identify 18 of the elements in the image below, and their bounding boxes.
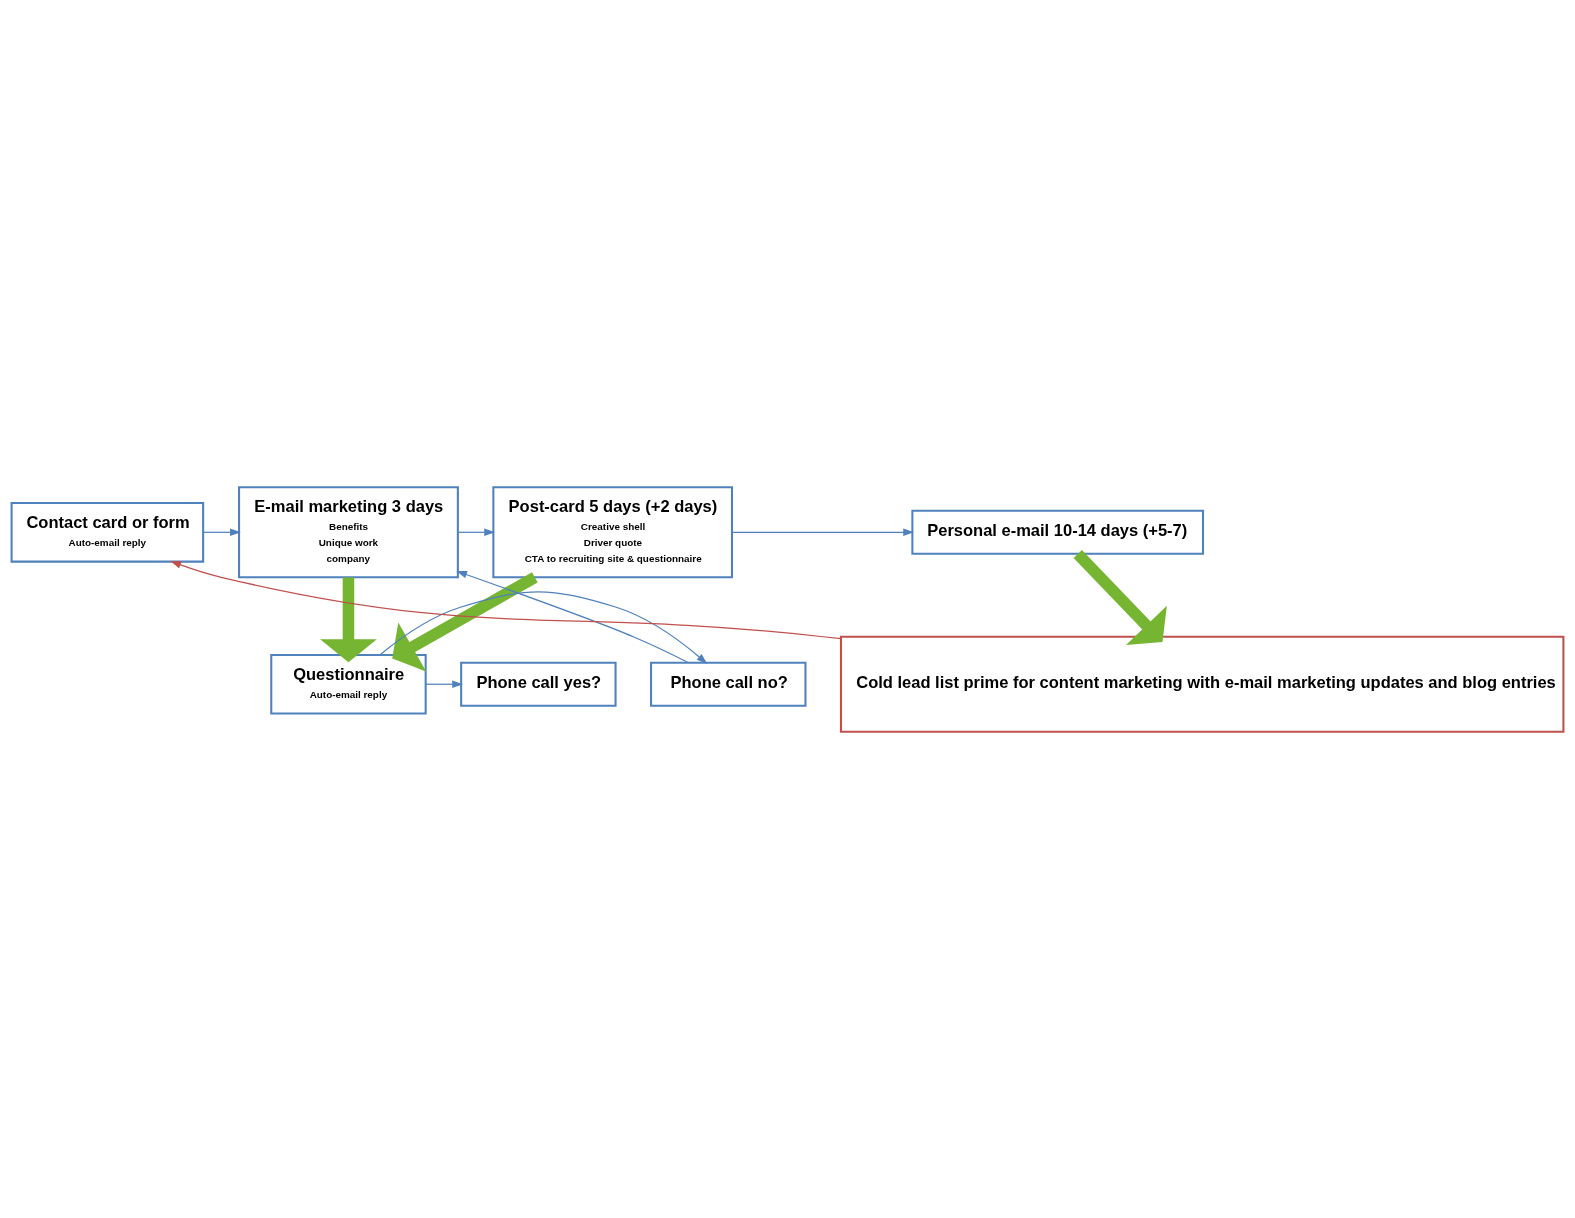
node-box: E-mail marketing 3 days Benefits Unique work company xyxy=(238,485,459,578)
node-box: Cold lead list prime for content marketing with e-mail marketing updates and blog entries xyxy=(839,635,1565,733)
node-box: Phone call yes? xyxy=(460,661,617,707)
arrow xyxy=(425,679,463,688)
node-box: Post-card 5 days (+2 days) Creative shell Driver quote CTA to recruiting site & questionnaire xyxy=(492,485,733,578)
arrow xyxy=(392,571,538,672)
node-box: Personal e-mail 10-14 days (+5-7) xyxy=(911,509,1205,555)
arrow xyxy=(202,528,241,536)
arrow xyxy=(1073,549,1167,645)
arrow xyxy=(456,570,690,663)
arrow xyxy=(731,528,914,536)
node-box: Questionnaire Auto-email reply xyxy=(270,653,427,715)
node-box: Phone call no? xyxy=(650,661,807,707)
arrow xyxy=(170,560,842,639)
arrow xyxy=(320,576,377,662)
arrow xyxy=(379,590,708,664)
arrow xyxy=(457,528,495,536)
node-box: Contact card or form Auto-email reply xyxy=(10,501,205,563)
